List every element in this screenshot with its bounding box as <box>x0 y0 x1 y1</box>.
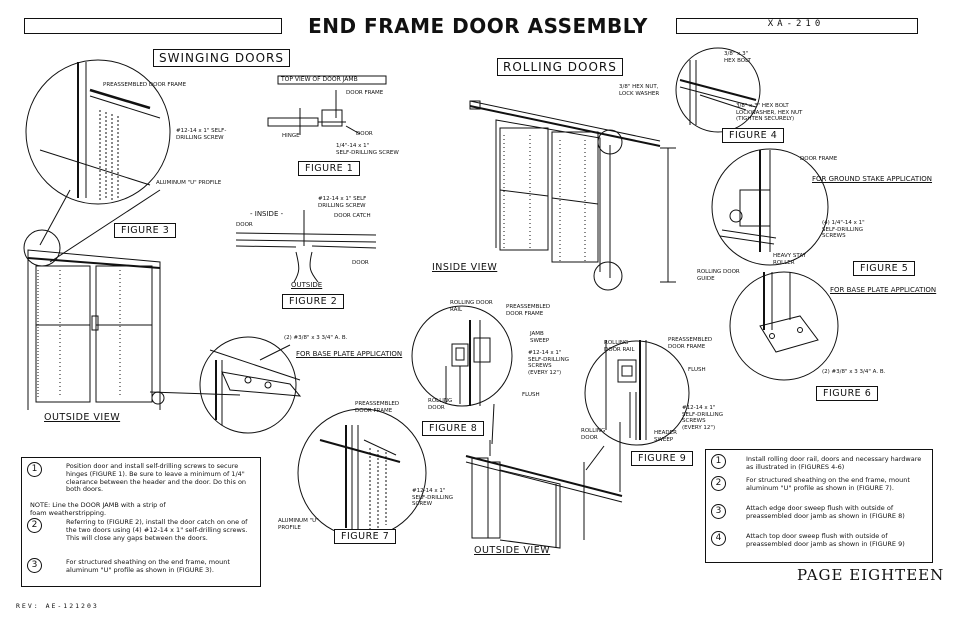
label-rolling-door-f8: ROLLING DOOR <box>428 398 453 411</box>
label-aluminum-u-f7: ALUMINUM "U" PROFILE <box>278 518 319 531</box>
notes-right-box <box>705 449 933 563</box>
label-inside: - INSIDE - <box>250 210 284 218</box>
step-1-right: Install rolling door rail, doors and nec… <box>746 455 922 471</box>
outside-view-bottom: OUTSIDE VIEW <box>474 545 551 556</box>
label-hex-bolt-38: 3/8" x 3" HEX BOLT <box>724 51 751 64</box>
figure-4-label: FIGURE 4 <box>722 128 785 143</box>
label-anchor-bolts-left: (2) #3/8" x 3 3/4" A. B. <box>284 335 348 341</box>
step-number-1-left: 1 <box>27 462 42 477</box>
step-1-left: Position door and install self-drilling … <box>66 462 247 494</box>
figure-6-label: FIGURE 6 <box>816 386 879 401</box>
rolling-doors-heading: ROLLING DOORS <box>497 58 623 76</box>
label-hex-bolt-tighten: 3/8" x 3" HEX BOLT LOCKWASHER, HEX NUT (… <box>736 103 803 122</box>
label-door-frame-f5: DOOR FRAME <box>800 156 838 162</box>
figure-8-label: FIGURE 8 <box>422 421 485 436</box>
title-left-bar <box>24 18 282 34</box>
label-door-left: DOOR <box>236 222 253 228</box>
label-hex-nut: 3/8" HEX NUT, LOCK WASHER <box>619 84 660 97</box>
inside-view: INSIDE VIEW <box>432 262 498 273</box>
page-title: END FRAME DOOR ASSEMBLY <box>308 14 648 38</box>
label-rolling-rail-f8: ROLLING DOOR RAIL <box>450 300 493 313</box>
label-rolling-guide: ROLLING DOOR GUIDE <box>697 269 740 282</box>
step-4-right: Attach top door sweep flush with outside… <box>746 532 905 548</box>
label-aluminum-u: ALUMINUM "U" PROFILE <box>156 180 222 186</box>
drawing-code: XA-210 <box>767 19 825 29</box>
label-header-sweep: HEADER SWEEP <box>654 430 677 443</box>
outside-view-left: OUTSIDE VIEW <box>44 412 121 423</box>
label-self-drill-screw: #12-14 x 1" SELF- DRILLING SCREW <box>176 128 227 141</box>
step-number-1-right: 1 <box>711 454 726 469</box>
label-door-catch: DOOR CATCH <box>334 213 371 219</box>
figure-9-label: FIGURE 9 <box>631 451 694 466</box>
label-ground-stake: FOR GROUND STAKE APPLICATION <box>812 175 933 183</box>
label-rolling-door-f9: ROLLING DOOR <box>581 428 606 441</box>
figure-3-label: FIGURE 3 <box>114 223 177 238</box>
step-number-2-left: 2 <box>27 518 42 533</box>
step-number-4-right: 4 <box>711 531 726 546</box>
label-self-drill-14: 1/4"-14 x 1" SELF-DRILLING SCREW <box>336 143 399 156</box>
title-right-bar <box>676 18 918 34</box>
label-flush-f9: FLUSH <box>688 367 706 373</box>
label-heavy-roller: HEAVY STAY ROLLER <box>773 253 807 266</box>
label-preassembled-f7: PREASSEMBLED DOOR FRAME <box>355 401 400 414</box>
step-number-3-right: 3 <box>711 504 726 519</box>
step-number-2-right: 2 <box>711 476 726 491</box>
label-screws-f5: (4) 1/4"-14 x 1" SELF-DRILLING SCREWS <box>822 220 865 239</box>
label-outside: OUTSIDE <box>291 281 323 289</box>
label-preassembled-frame: PREASSEMBLED DOOR FRAME <box>103 82 187 88</box>
step-3-left: For structured sheathing on the end fram… <box>66 558 230 574</box>
label-flush-f8: FLUSH <box>522 392 540 398</box>
label-base-plate-left: FOR BASE PLATE APPLICATION <box>296 350 403 358</box>
label-door-right: DOOR <box>352 260 369 266</box>
label-hinge: HINGE <box>282 133 300 139</box>
detail-circle-f3 <box>25 59 171 205</box>
label-jamb-sweep: JAMB SWEEP <box>530 331 550 344</box>
step-number-3-left: 3 <box>27 558 42 573</box>
figure-7-label: FIGURE 7 <box>334 529 397 544</box>
step-2-right: For structured sheathing on the end fram… <box>746 476 910 492</box>
step-3-right: Attach edge door sweep flush with outsid… <box>746 504 905 520</box>
label-self-drill-f7: #12-14 x 1" SELF-DRILLING SCREW <box>412 488 453 507</box>
label-self-drill-screw-2: #12-14 x 1" SELF DRILLING SCREW <box>318 196 367 209</box>
figure-1-label: FIGURE 1 <box>298 161 361 176</box>
label-base-plate-right: FOR BASE PLATE APPLICATION <box>830 286 937 294</box>
label-preassembled-f8: PREASSEMBLED DOOR FRAME <box>506 304 551 317</box>
revision-label: REV: AE-121203 <box>16 602 99 610</box>
figure-5-label: FIGURE 5 <box>853 261 916 276</box>
label-door: DOOR <box>356 131 373 137</box>
page-label: PAGE EIGHTEEN <box>797 566 945 584</box>
label-anchor-bolts-right: (2) #3/8" x 3 3/4" A. B. <box>822 369 886 375</box>
figure-2-label: FIGURE 2 <box>282 294 345 309</box>
step-2-left: Referring to (FIGURE 2), install the doo… <box>66 518 248 542</box>
notes-left-box <box>21 457 261 587</box>
label-screws-f9: #12-14 x 1" SELF-DRILLING SCREWS (EVERY … <box>682 405 723 431</box>
label-rolling-rail-f9: ROLLING DOOR RAIL <box>604 340 635 353</box>
label-top-view-jamb: TOP VIEW OF DOOR JAMB <box>281 76 358 83</box>
note-weatherstrip: NOTE: Line the DOOR JAMB with a strip of… <box>30 501 166 517</box>
label-screws-f8: #12-14 x 1" SELF-DRILLING SCREWS (EVERY … <box>528 350 569 376</box>
swinging-doors-heading: SWINGING DOORS <box>153 49 291 67</box>
label-preassembled-f9: PREASSEMBLED DOOR FRAME <box>668 337 713 350</box>
label-door-frame: DOOR FRAME <box>346 90 384 96</box>
